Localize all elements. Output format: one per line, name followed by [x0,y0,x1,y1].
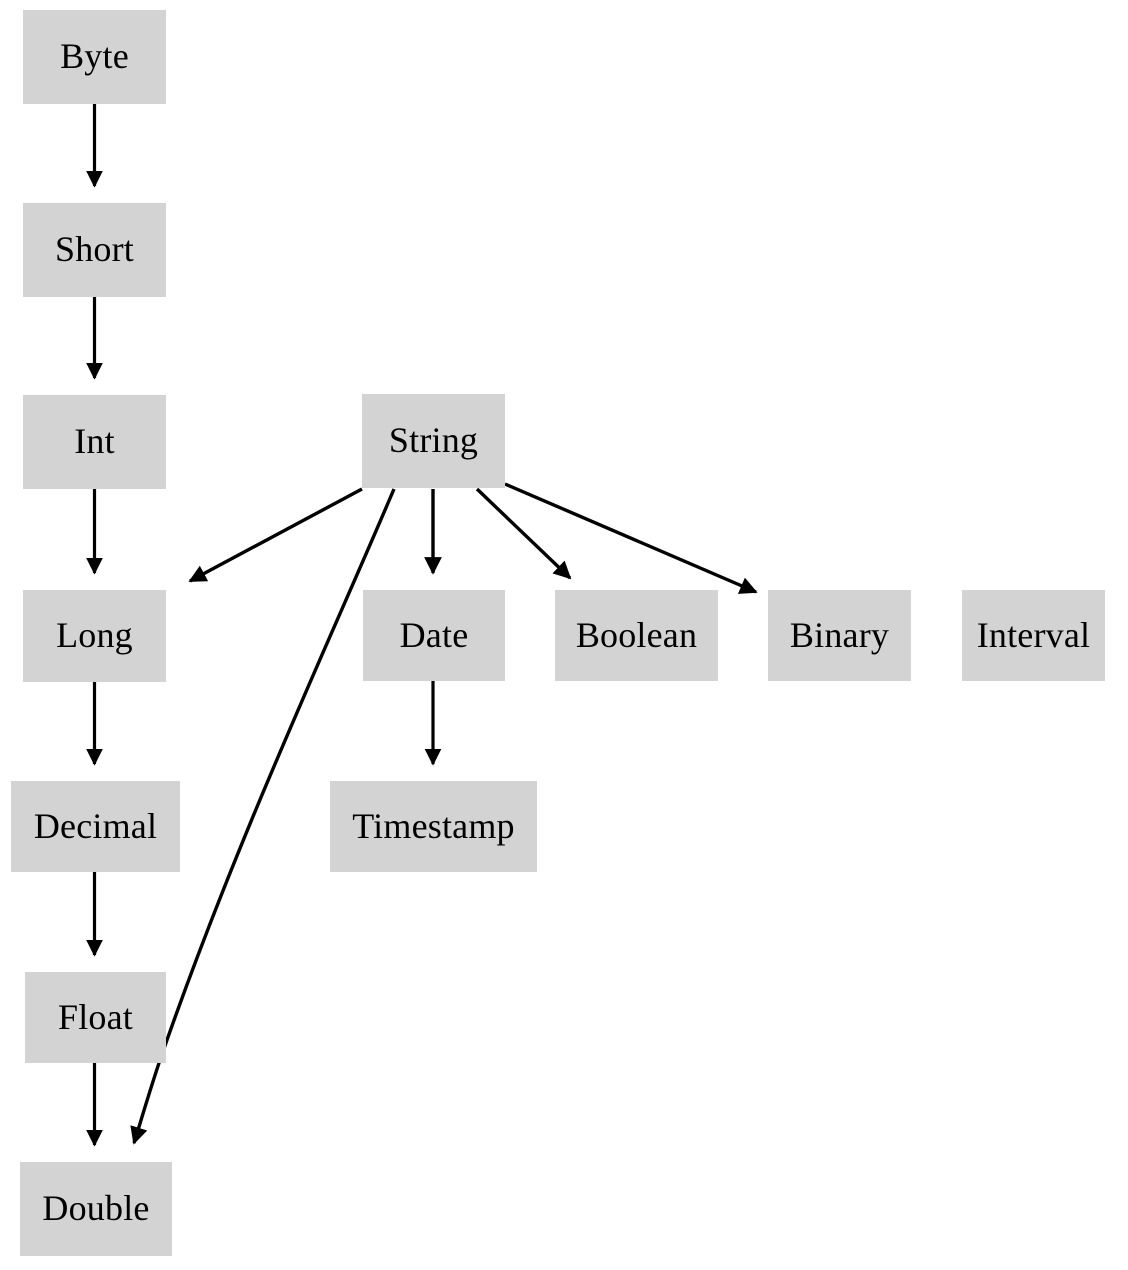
node-interval[interactable]: Interval [962,590,1105,681]
node-boolean-label: Boolean [575,614,698,655]
node-byte[interactable]: Byte [23,10,166,104]
node-long[interactable]: Long [23,590,166,682]
node-float-label: Float [57,996,133,1037]
node-short-label: Short [54,229,134,269]
edge-string-binary [504,482,758,594]
node-decimal-label: Decimal [33,805,158,846]
edge-string-long [188,487,363,583]
node-boolean[interactable]: Boolean [555,590,718,681]
node-date-label: Date [399,614,469,655]
edge-string-boolean [475,487,572,580]
node-interval-label: Interval [976,614,1091,655]
node-timestamp-label: Timestamp [352,805,515,846]
node-byte-label: Byte [60,36,129,76]
node-double[interactable]: Double [20,1162,172,1256]
node-int[interactable]: Int [23,395,166,489]
node-float[interactable]: Float [25,972,166,1063]
node-date[interactable]: Date [363,590,505,681]
node-binary-label: Binary [789,614,890,655]
node-timestamp[interactable]: Timestamp [330,781,537,872]
node-double-label: Double [42,1188,150,1228]
node-int-label: Int [74,421,115,461]
node-string[interactable]: String [362,394,505,488]
node-short[interactable]: Short [23,203,166,297]
node-long-label: Long [56,615,133,655]
node-string-label: String [388,420,479,460]
node-decimal[interactable]: Decimal [11,781,180,872]
node-binary[interactable]: Binary [768,590,911,681]
